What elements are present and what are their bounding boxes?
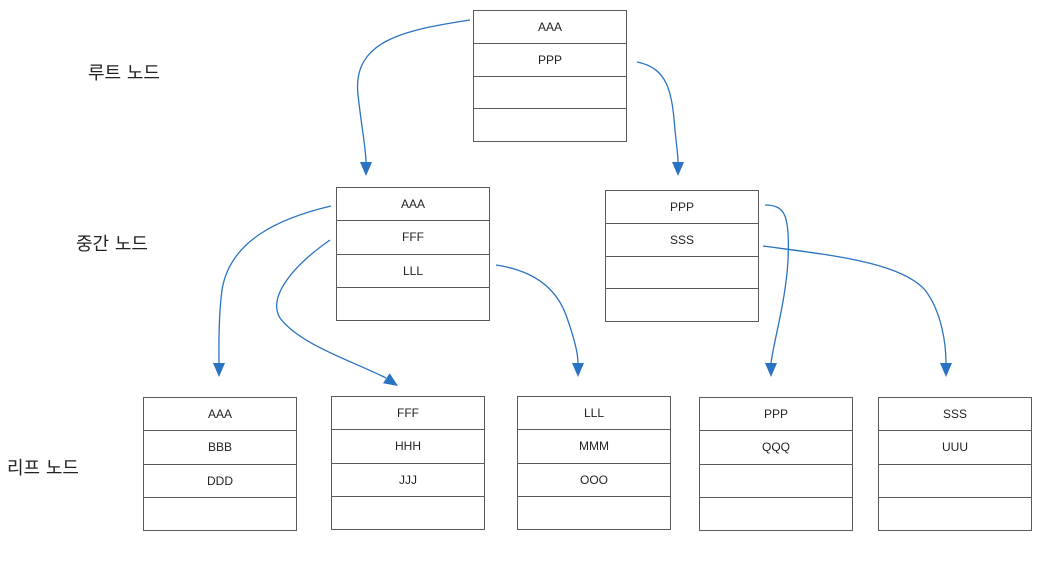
internal-node-right: PPP SSS [605,190,759,322]
key-cell: HHH [332,429,484,462]
edge-line [276,239,387,379]
internal-level-label: 중간 노드 [76,234,148,255]
leaf-node-4: PPP QQQ [699,397,853,531]
arrowhead-icon [572,363,584,377]
key-cell: QQQ [700,430,852,463]
arrowhead-icon [940,363,952,377]
key-cell: JJJ [332,462,484,496]
key-cell: AAA [400,197,425,211]
key-cell [879,463,1031,497]
key-cell [606,288,758,321]
key-cell [700,463,852,497]
key-cell [474,75,626,109]
key-cell: FFF [397,406,419,420]
arrowhead-icon [672,162,684,176]
key-cell: UUU [879,430,1031,463]
key-cell [144,496,296,530]
key-cell: MMM [518,429,670,462]
arrowhead-icon [765,363,777,377]
key-cell [879,496,1031,530]
root-node: AAA PPP [473,10,627,142]
edge-root-to-internal-left [356,19,471,176]
key-cell: DDD [144,463,296,497]
edge-internal-left-to-leaf-1 [213,205,332,377]
edge-internal-right-to-leaf-5 [762,245,952,377]
leaf-node-5: SSS UUU [878,397,1032,531]
key-cell [474,108,626,141]
edge-line [636,61,679,163]
leaf-node-3: LLL MMM OOO [517,396,671,530]
arrowhead-icon [383,373,398,386]
key-cell: SSS [606,222,758,256]
key-cell: AAA [537,20,562,34]
edge-line [495,264,579,364]
key-cell: OOO [518,462,670,496]
key-cell: PPP [474,42,626,76]
edge-line [764,204,790,364]
arrowhead-icon [213,363,225,377]
key-cell [518,495,670,529]
key-cell: AAA [207,407,232,421]
key-cell: SSS [942,407,967,421]
key-cell: LLL [583,406,605,420]
edge-internal-left-to-leaf-3 [495,264,584,377]
key-cell [332,495,484,529]
key-cell: FFF [337,220,489,253]
key-cell [606,255,758,289]
key-cell: BBB [144,430,296,463]
key-cell: PPP [669,200,694,214]
key-cell: PPP [763,407,788,421]
edge-root-to-internal-right [636,61,684,176]
root-level-label: 루트 노드 [88,63,160,84]
edge-line [762,245,947,364]
leaf-node-1: AAA BBB DDD [143,397,297,531]
leaf-level-label: 리프 노드 [7,458,79,479]
edge-line [218,205,332,364]
key-cell: LLL [337,253,489,287]
key-cell [700,496,852,530]
leaf-node-2: FFF HHH JJJ [331,396,485,530]
edge-internal-right-to-leaf-4 [764,204,790,377]
key-cell [337,286,489,320]
internal-node-left: AAA FFF LLL [336,187,490,321]
arrowhead-icon [360,162,372,176]
edge-internal-left-to-leaf-2 [276,239,398,386]
edge-line [356,19,471,163]
